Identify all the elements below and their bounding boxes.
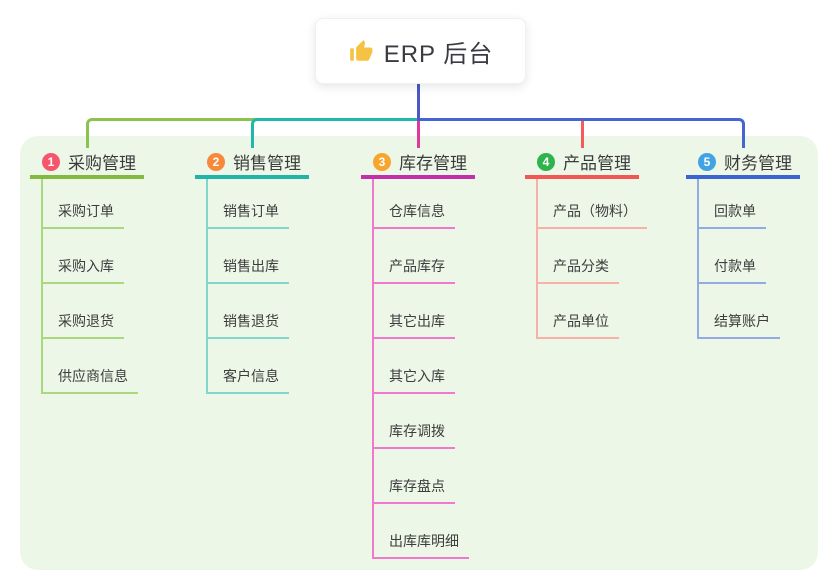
child-node[interactable]: 其它出库 bbox=[372, 311, 455, 339]
child-node[interactable]: 采购订单 bbox=[41, 201, 124, 229]
child-node[interactable]: 产品单位 bbox=[536, 311, 619, 339]
child-node[interactable]: 销售订单 bbox=[206, 201, 289, 229]
child-label: 产品（物料） bbox=[553, 203, 637, 219]
root-connector-line bbox=[417, 84, 420, 121]
child-label: 客户信息 bbox=[223, 368, 279, 384]
child-label: 库存调拨 bbox=[389, 423, 445, 439]
thumbs-up-shape bbox=[349, 40, 373, 61]
child-node[interactable]: 产品分类 bbox=[536, 256, 619, 284]
branch-children: 仓库信息产品库存其它出库其它入库库存调拨库存盘点出库库明细 bbox=[372, 179, 521, 559]
branch-title-node[interactable]: 3 库存管理 bbox=[361, 148, 475, 179]
branch-2: 2 销售管理 销售订单销售出库销售退货客户信息 bbox=[195, 148, 355, 421]
child-label: 采购退货 bbox=[58, 313, 114, 329]
child-label: 仓库信息 bbox=[389, 203, 445, 219]
branch-number-badge: 4 bbox=[537, 152, 555, 171]
branch-child-connector-line bbox=[372, 179, 374, 559]
child-node[interactable]: 供应商信息 bbox=[41, 366, 138, 394]
branch-4: 4 产品管理 产品（物料） 产品分类产品单位 bbox=[525, 148, 685, 366]
child-node[interactable]: 库存盘点 bbox=[372, 476, 455, 504]
branch-number-badge: 1 bbox=[42, 152, 60, 171]
branch-3: 3 库存管理 仓库信息产品库存其它出库其它入库库存调拨库存盘点出库库明细 bbox=[361, 148, 521, 586]
branch-child-connector-line bbox=[536, 179, 538, 339]
connector-branch-5 bbox=[420, 118, 745, 148]
child-label: 产品分类 bbox=[553, 258, 609, 274]
child-label: 产品库存 bbox=[389, 258, 445, 274]
branch-label: 库存管理 bbox=[399, 154, 467, 173]
child-node[interactable]: 仓库信息 bbox=[372, 201, 455, 229]
branch-child-connector-line bbox=[206, 179, 208, 394]
branch-children: 采购订单采购入库采购退货供应商信息 bbox=[41, 179, 190, 394]
branch-title-node[interactable]: 2 销售管理 bbox=[195, 148, 309, 179]
branch-children: 销售订单销售出库销售退货客户信息 bbox=[206, 179, 355, 394]
child-node[interactable]: 销售出库 bbox=[206, 256, 289, 284]
child-label: 结算账户 bbox=[714, 313, 770, 329]
branch-1: 1 采购管理 采购订单采购入库采购退货供应商信息 bbox=[30, 148, 190, 421]
child-node[interactable]: 结算账户 bbox=[697, 311, 780, 339]
child-node[interactable]: 回款单 bbox=[697, 201, 766, 229]
child-node[interactable]: 采购入库 bbox=[41, 256, 124, 284]
branch-title-node[interactable]: 4 产品管理 bbox=[525, 148, 639, 179]
connector-branch-4 bbox=[581, 121, 584, 148]
child-label: 其它入库 bbox=[389, 368, 445, 384]
child-label: 销售订单 bbox=[223, 203, 279, 219]
thumbs-up-icon bbox=[349, 40, 373, 61]
child-node[interactable]: 产品（物料） bbox=[536, 201, 647, 229]
branch-title-node[interactable]: 5 财务管理 bbox=[686, 148, 800, 179]
child-label: 出库库明细 bbox=[389, 533, 459, 549]
child-node[interactable]: 付款单 bbox=[697, 256, 766, 284]
child-label: 产品单位 bbox=[553, 313, 609, 329]
child-label: 采购入库 bbox=[58, 258, 114, 274]
child-node[interactable]: 库存调拨 bbox=[372, 421, 455, 449]
child-label: 库存盘点 bbox=[389, 478, 445, 494]
child-label: 销售退货 bbox=[223, 313, 279, 329]
child-node[interactable]: 客户信息 bbox=[206, 366, 289, 394]
child-label: 付款单 bbox=[714, 258, 756, 274]
branch-label: 产品管理 bbox=[563, 154, 631, 173]
mindmap-panel bbox=[20, 136, 818, 570]
branch-children: 回款单付款单结算账户 bbox=[697, 179, 839, 339]
connector-branch-3 bbox=[417, 121, 420, 148]
child-label: 采购订单 bbox=[58, 203, 114, 219]
branch-title-node[interactable]: 1 采购管理 bbox=[30, 148, 144, 179]
branch-child-connector-line bbox=[41, 179, 43, 394]
connector-branch-2 bbox=[251, 118, 420, 148]
child-label: 销售出库 bbox=[223, 258, 279, 274]
branch-number-badge: 2 bbox=[207, 152, 225, 171]
branch-label: 采购管理 bbox=[68, 154, 136, 173]
child-node[interactable]: 产品库存 bbox=[372, 256, 455, 284]
branch-number-badge: 3 bbox=[373, 152, 391, 171]
child-label: 供应商信息 bbox=[58, 368, 128, 384]
child-node[interactable]: 销售退货 bbox=[206, 311, 289, 339]
branch-5: 5 财务管理 回款单付款单结算账户 bbox=[686, 148, 839, 366]
child-label: 回款单 bbox=[714, 203, 756, 219]
child-node[interactable]: 其它入库 bbox=[372, 366, 455, 394]
branch-label: 财务管理 bbox=[724, 154, 792, 173]
branch-number-badge: 5 bbox=[698, 152, 716, 171]
branch-child-connector-line bbox=[697, 179, 699, 339]
root-label: ERP 后台 bbox=[383, 40, 494, 68]
child-node[interactable]: 采购退货 bbox=[41, 311, 124, 339]
child-label: 其它出库 bbox=[389, 313, 445, 329]
branch-children: 产品（物料） 产品分类产品单位 bbox=[536, 179, 685, 339]
branch-label: 销售管理 bbox=[233, 154, 301, 173]
child-node[interactable]: 出库库明细 bbox=[372, 531, 469, 559]
root-node[interactable]: ERP 后台 bbox=[315, 18, 526, 84]
